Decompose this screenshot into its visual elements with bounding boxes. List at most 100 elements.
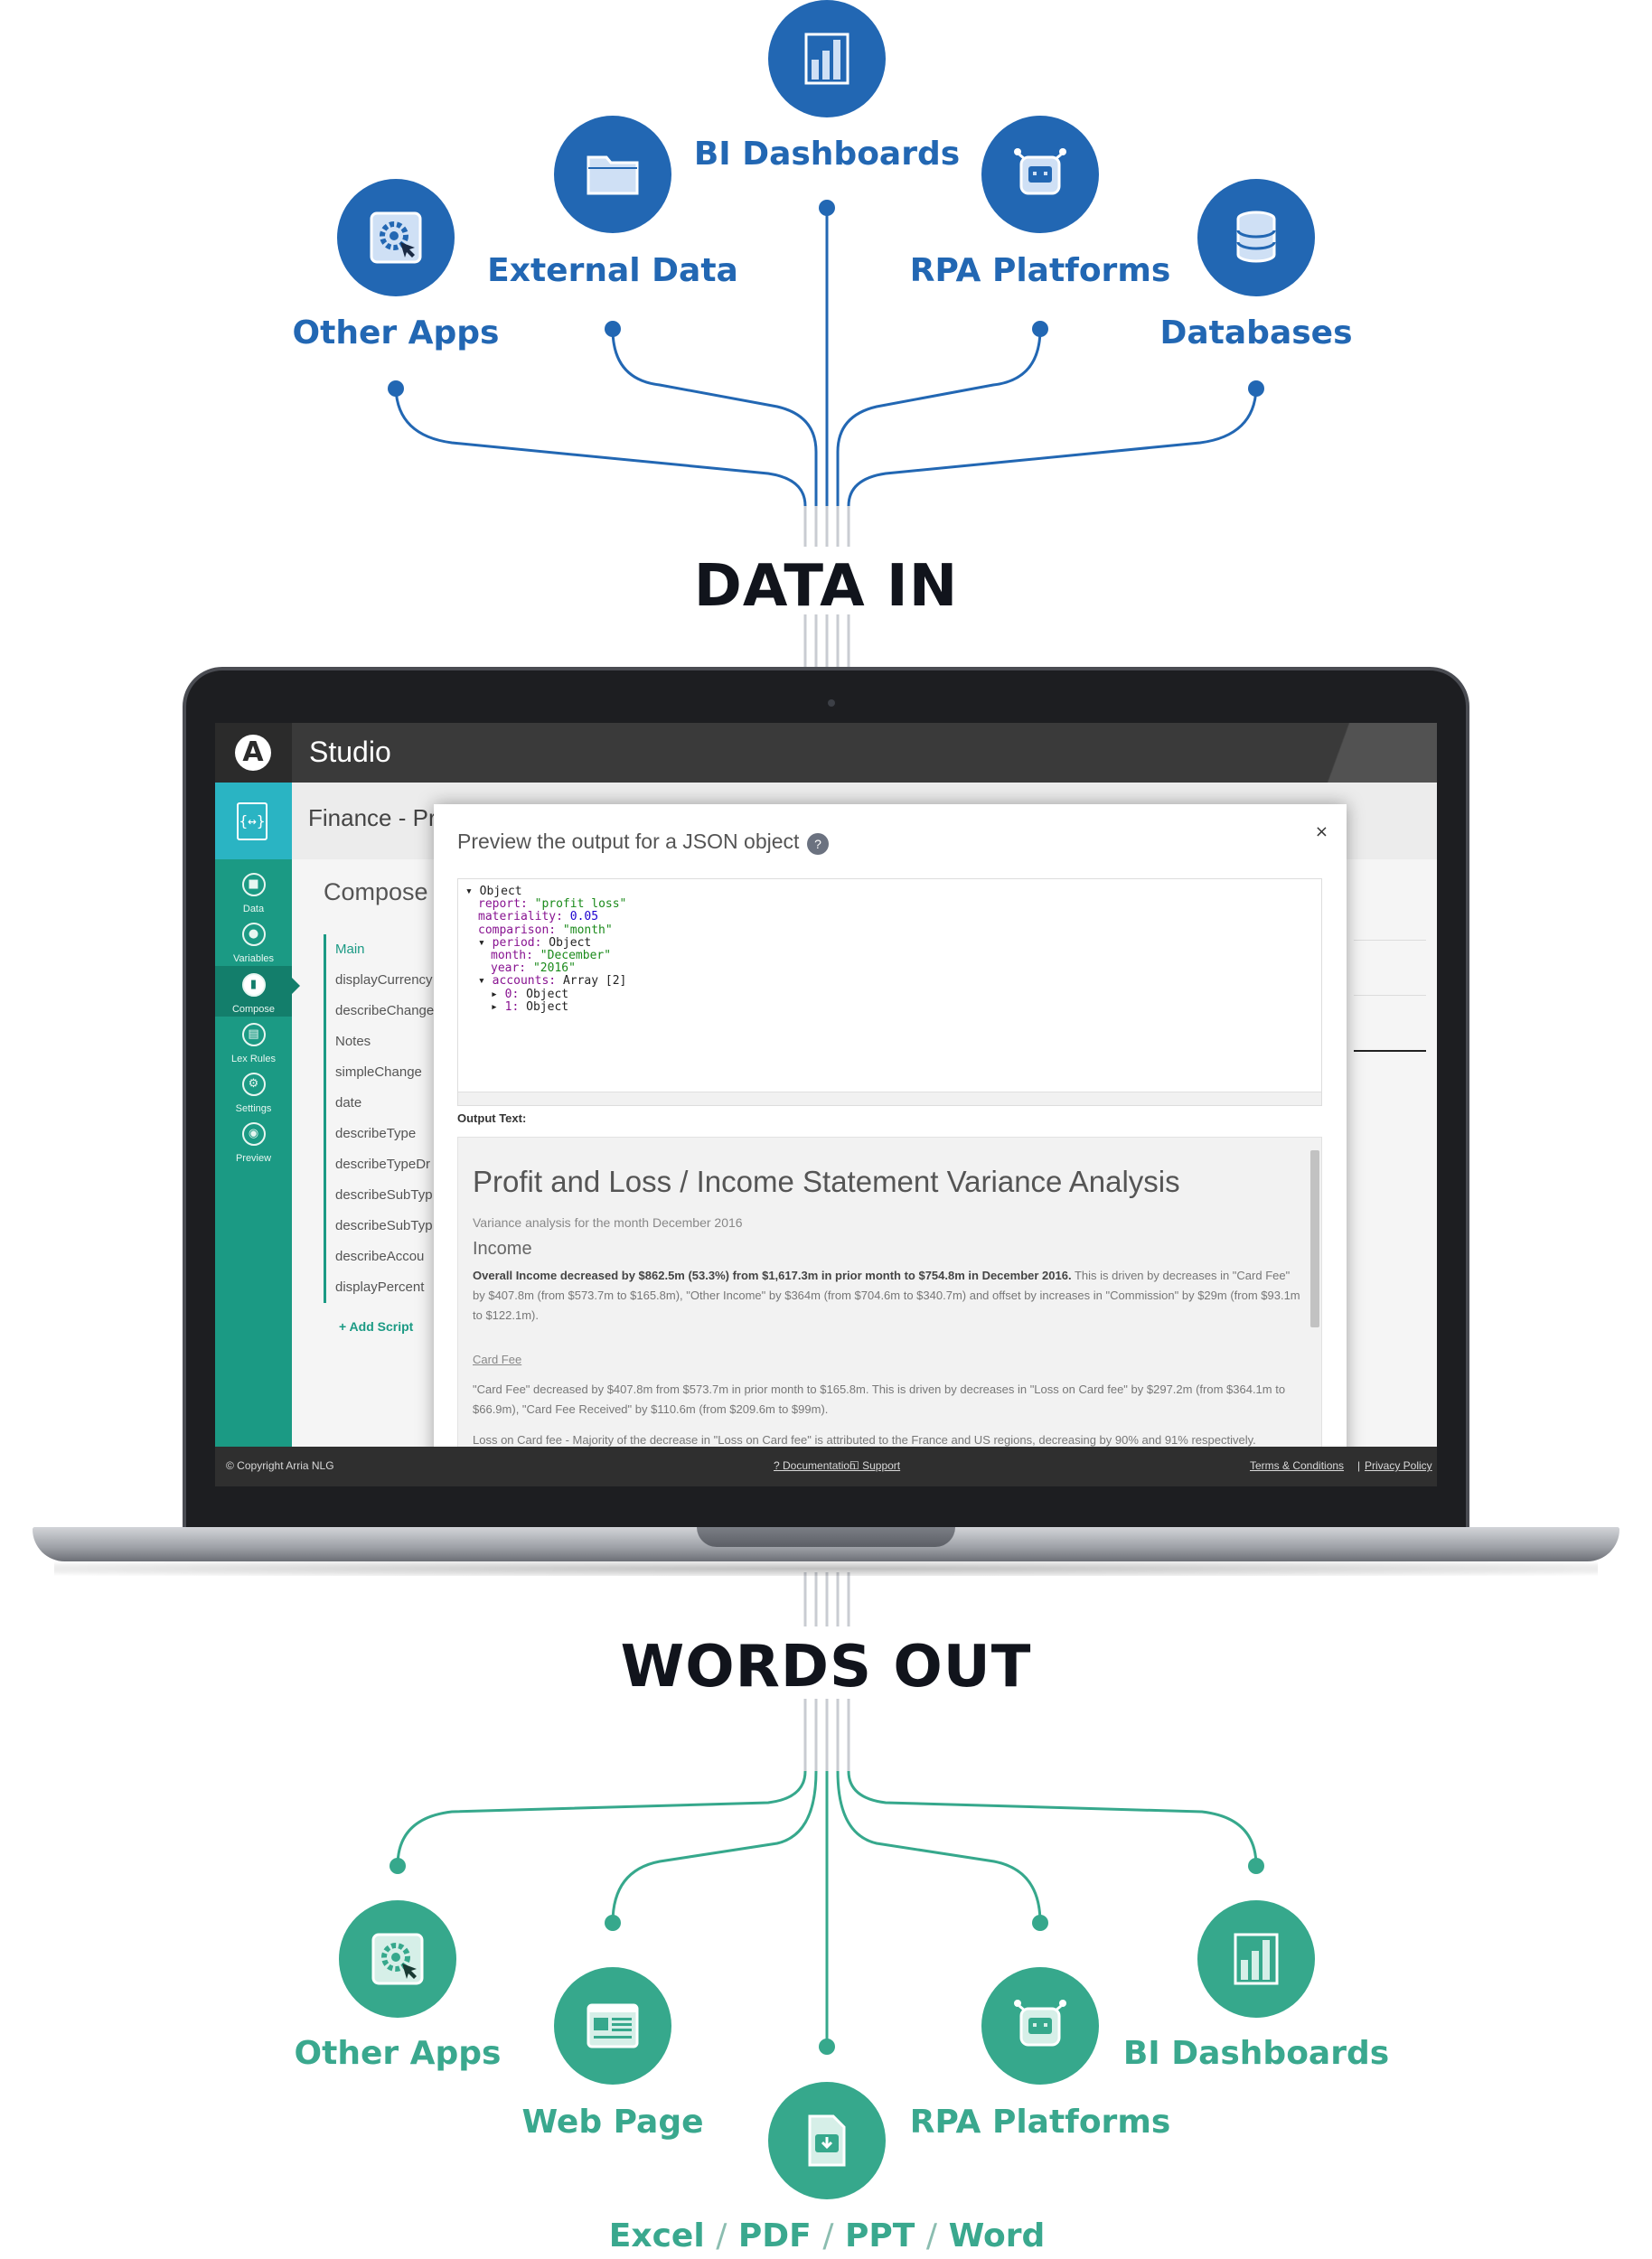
sidebar-item-preview[interactable]: ◉ Preview bbox=[215, 1115, 292, 1195]
script-item[interactable]: displayPercent bbox=[335, 1279, 425, 1295]
output-paragraph-1: Overall Income decreased by $862.5m (53.… bbox=[473, 1266, 1304, 1326]
json-line[interactable]: ▾ Object bbox=[465, 885, 522, 898]
output-rpa-platforms-label: RPA Platforms bbox=[909, 2104, 1171, 2141]
help-icon[interactable]: ? bbox=[807, 833, 829, 855]
sidebar-item-variables[interactable]: ● Variables bbox=[215, 915, 292, 995]
output-text-box[interactable]: Profit and Loss / Income Statement Varia… bbox=[457, 1137, 1322, 1486]
output-web-page-label: Web Page bbox=[521, 2104, 704, 2141]
book-icon: ▤ bbox=[241, 1023, 266, 1046]
laptop-notch bbox=[697, 1527, 955, 1547]
gear-cursor-icon bbox=[371, 1933, 424, 1985]
studio-topbar: A Studio bbox=[215, 723, 1437, 783]
output-dot-other-apps bbox=[390, 1858, 406, 1874]
sidebar-item-data[interactable]: ■ Data bbox=[215, 866, 292, 945]
documentation-link[interactable]: ? Documentation bbox=[774, 1459, 856, 1472]
data-in-heading: DATA IN bbox=[693, 553, 959, 620]
json-editor-button[interactable]: {↔} bbox=[215, 783, 292, 859]
sidebar-item-settings[interactable]: ⚙ Settings bbox=[215, 1065, 292, 1145]
script-item[interactable]: describeAccou bbox=[335, 1249, 425, 1264]
input-dot-rpa-platforms bbox=[1032, 321, 1048, 337]
robot-icon bbox=[1014, 148, 1066, 195]
json-value: "month" bbox=[562, 923, 613, 937]
input-dot-databases bbox=[1248, 380, 1264, 397]
output-rpa-platforms-node bbox=[981, 1967, 1099, 2085]
arria-logo[interactable]: A bbox=[215, 723, 292, 783]
json-line[interactable]: ▸ 1: Object bbox=[491, 1000, 568, 1014]
expand-toggle-icon: ▾ bbox=[478, 935, 485, 950]
json-viewer[interactable]: ▾ Object report: "profit loss" materiali… bbox=[457, 878, 1322, 1106]
script-item[interactable]: describeSubTyp bbox=[335, 1218, 433, 1233]
script-item[interactable]: date bbox=[335, 1095, 362, 1111]
input-external-data-node bbox=[554, 116, 671, 233]
json-line[interactable]: ▸ 0: Object bbox=[491, 988, 568, 1001]
json-key: month: bbox=[491, 949, 540, 962]
json-horizontal-scrollbar[interactable] bbox=[458, 1092, 1321, 1105]
sidebar-item-label: Lex Rules bbox=[231, 1054, 276, 1064]
web-page-icon bbox=[587, 2003, 639, 2048]
document-icon: ▮ bbox=[241, 973, 266, 997]
compose-title: Compose bbox=[324, 878, 428, 905]
input-connector-rpa-platforms bbox=[836, 328, 1042, 506]
json-key: 1: bbox=[504, 999, 527, 1014]
breadcrumb[interactable]: Finance - Pr bbox=[308, 804, 436, 831]
card-fee-link[interactable]: Card Fee bbox=[473, 1353, 522, 1366]
support-link[interactable]: ☐ Support bbox=[849, 1459, 901, 1472]
json-line: materiality: 0.05 bbox=[478, 910, 598, 923]
output-paragraph-3: Loss on Card fee - Majority of the decre… bbox=[473, 1433, 1256, 1447]
sidebar-item-compose[interactable]: ▮ Compose bbox=[215, 966, 292, 1017]
script-item[interactable]: displayCurrency bbox=[335, 972, 433, 988]
script-item[interactable]: simpleChange bbox=[335, 1064, 422, 1080]
eye-icon: ◉ bbox=[241, 1122, 266, 1146]
input-databases-node bbox=[1197, 179, 1315, 296]
script-item[interactable]: describeChange bbox=[335, 1003, 435, 1018]
output-label: Output Text: bbox=[457, 1111, 527, 1125]
output-dot-documents bbox=[819, 2039, 835, 2055]
sidebar-item-label: Variables bbox=[232, 953, 275, 964]
json-key: materiality: bbox=[478, 910, 570, 924]
studio-footer: © Copyright Arria NLG ? Documentation ☐ … bbox=[215, 1447, 1437, 1486]
script-item[interactable]: Notes bbox=[335, 1034, 371, 1049]
script-item[interactable]: Main bbox=[335, 942, 365, 957]
json-value: 0.05 bbox=[569, 910, 599, 924]
sidebar-item-lex-rules[interactable]: ▤ Lex Rules bbox=[215, 1016, 292, 1095]
input-bi-dashboards-label: BI Dashboards bbox=[693, 136, 961, 173]
footer-separator: | bbox=[1357, 1459, 1361, 1472]
json-value: Object bbox=[526, 987, 569, 1001]
modal-title: Preview the output for a JSON object bbox=[457, 830, 800, 853]
pin-icon: ● bbox=[241, 923, 266, 946]
bar-chart-icon bbox=[804, 33, 849, 85]
format-excel: Excel bbox=[608, 2217, 705, 2254]
input-dot-bi-dashboards bbox=[819, 200, 835, 216]
format-separator: / bbox=[925, 2217, 938, 2254]
output-web-page-node bbox=[554, 1967, 671, 2085]
input-connector-other-apps bbox=[394, 388, 807, 507]
add-script-button[interactable]: + Add Script bbox=[339, 1319, 414, 1334]
output-scrollbar[interactable] bbox=[1310, 1150, 1319, 1327]
json-line[interactable]: ▾ accounts: Array [2] bbox=[478, 974, 626, 988]
json-preview-modal: Preview the output for a JSON object ? ×… bbox=[434, 804, 1347, 1486]
input-other-apps-label: Other Apps bbox=[292, 314, 500, 352]
terms-link[interactable]: Terms & Conditions bbox=[1250, 1459, 1345, 1472]
sidebar-item-label: Preview bbox=[235, 1153, 272, 1164]
bar-chart-icon bbox=[1234, 1933, 1279, 1985]
script-item[interactable]: describeSubTyp bbox=[335, 1187, 433, 1203]
privacy-link[interactable]: Privacy Policy bbox=[1365, 1459, 1432, 1472]
json-line[interactable]: ▾ period: Object bbox=[478, 936, 591, 950]
json-value: "2016" bbox=[532, 961, 576, 976]
sidebar-item-label: Data bbox=[242, 904, 265, 914]
logo-mark: A bbox=[235, 735, 271, 771]
app-title: Studio bbox=[309, 736, 391, 768]
expand-toggle-icon: ▾ bbox=[465, 885, 473, 898]
gear-icon: ⚙ bbox=[241, 1073, 266, 1096]
active-indicator bbox=[292, 978, 300, 994]
output-connector-other-apps bbox=[396, 1770, 807, 1867]
input-dot-external-data bbox=[605, 321, 621, 337]
output-paragraph-1-bold: Overall Income decreased by $862.5m (53.… bbox=[473, 1269, 1072, 1282]
input-external-data-label: External Data bbox=[487, 252, 738, 289]
script-item[interactable]: describeTypeDr bbox=[335, 1157, 431, 1172]
json-key: period: bbox=[492, 935, 549, 950]
close-icon[interactable]: × bbox=[1314, 822, 1328, 841]
output-dot-web-page bbox=[605, 1915, 621, 1931]
script-item[interactable]: describeType bbox=[335, 1126, 417, 1141]
